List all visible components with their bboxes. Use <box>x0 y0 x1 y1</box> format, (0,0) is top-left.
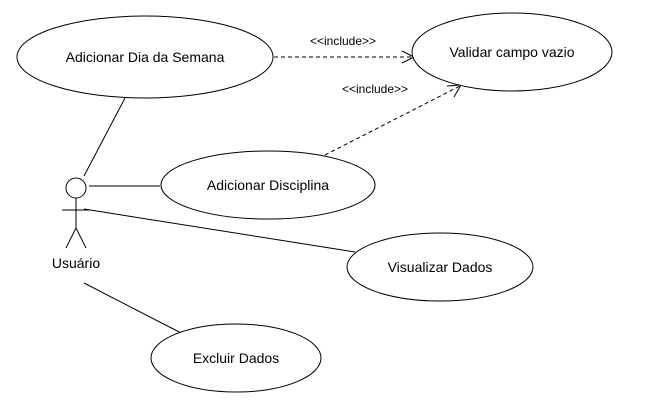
include-label-2: <<include>> <box>342 82 408 96</box>
use-case-label: Excluir Dados <box>193 350 279 366</box>
assoc-visualizar-dados <box>83 208 356 253</box>
use-case-label: Validar campo vazio <box>449 44 574 60</box>
include-label-1: <<include>> <box>310 34 376 48</box>
actor-right-leg <box>75 227 87 249</box>
include-edge-2 <box>324 85 461 156</box>
use-case-label: Adicionar Disciplina <box>207 177 329 193</box>
assoc-adicionar-dia <box>83 97 126 177</box>
actor-left-leg <box>65 227 77 249</box>
actor-usuario[interactable]: Usuário <box>52 177 100 271</box>
use-case-label: Adicionar Dia da Semana <box>66 49 225 65</box>
actor-label: Usuário <box>52 255 100 271</box>
use-case-excluir-dados[interactable]: Excluir Dados <box>150 323 322 393</box>
use-case-adicionar-disciplina[interactable]: Adicionar Disciplina <box>160 150 376 220</box>
use-case-validar-campo-vazio[interactable]: Validar campo vazio <box>411 12 613 92</box>
assoc-excluir-dados <box>83 282 186 336</box>
actor-head <box>65 177 87 199</box>
use-case-label: Visualizar Dados <box>388 259 493 275</box>
use-case-adicionar-dia-da-semana[interactable]: Adicionar Dia da Semana <box>16 15 274 99</box>
use-case-visualizar-dados[interactable]: Visualizar Dados <box>346 232 534 302</box>
